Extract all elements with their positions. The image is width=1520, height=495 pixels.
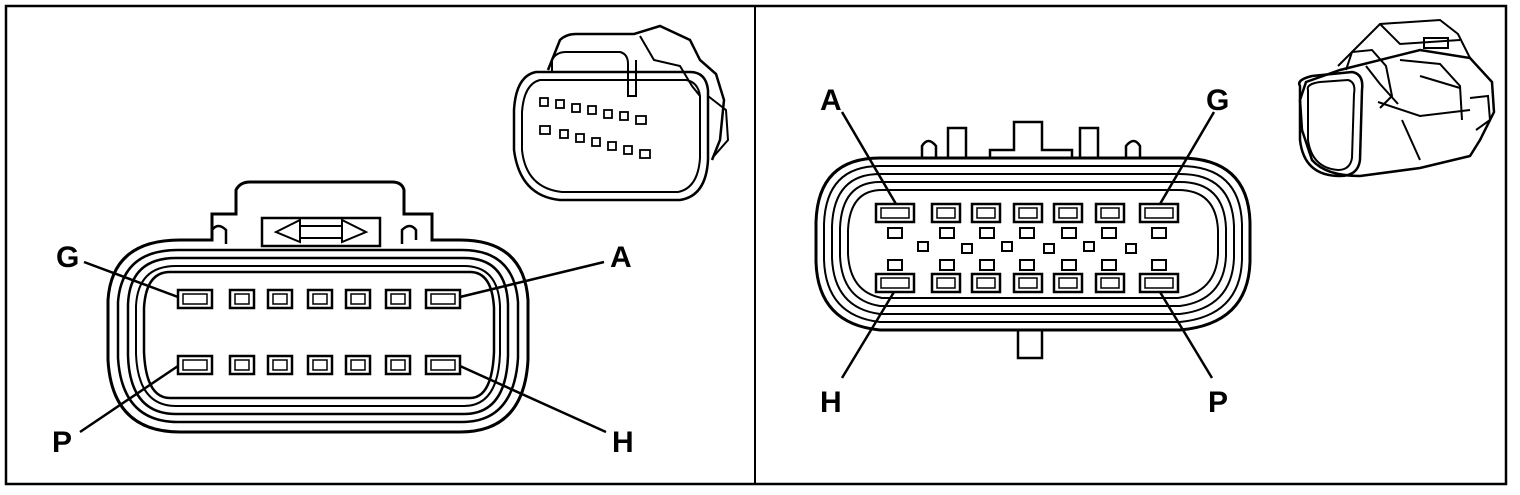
left-connector-isometric-thumbnail xyxy=(512,24,730,202)
pin-cavity xyxy=(266,354,294,376)
pin-cavity xyxy=(424,354,462,376)
right-panel: A G H P xyxy=(814,18,1496,419)
pin-cavity xyxy=(1052,272,1084,294)
pin-cavity xyxy=(344,288,372,310)
leader-line xyxy=(1158,111,1216,205)
pin-cavity xyxy=(266,288,294,310)
leader-line xyxy=(83,260,179,299)
pin-cavity xyxy=(344,354,372,376)
pin-cavity xyxy=(1012,272,1044,294)
pin-cavity xyxy=(306,354,334,376)
pin-label-bottom-right: H xyxy=(612,426,634,459)
pin-cavity xyxy=(176,288,214,310)
pin-cavity xyxy=(874,202,916,224)
leader-line xyxy=(79,364,179,434)
pin-cavity xyxy=(970,272,1002,294)
left-connector-body xyxy=(106,180,530,434)
right-connector-isometric-thumbnail xyxy=(1298,18,1496,178)
pin-label-top-right: G xyxy=(1206,84,1229,117)
pin-cavity xyxy=(176,354,214,376)
pin-cavity xyxy=(970,202,1002,224)
pin-cavity xyxy=(1138,272,1180,294)
pin-cavity xyxy=(930,202,962,224)
leader-line xyxy=(840,111,898,205)
right-top-row-pins xyxy=(874,202,1180,224)
pin-label-bottom-left: H xyxy=(820,386,842,419)
pin-cavity xyxy=(1012,202,1044,224)
right-bottom-row-pins xyxy=(874,272,1180,294)
left-top-row-pins xyxy=(176,288,462,310)
right-latch-windows xyxy=(887,227,1167,271)
pin-cavity xyxy=(228,288,256,310)
pin-cavity xyxy=(1052,202,1084,224)
pin-cavity xyxy=(874,272,916,294)
pin-cavity xyxy=(1138,202,1180,224)
pin-label-bottom-right: P xyxy=(1208,386,1228,419)
leader-line xyxy=(840,291,896,379)
leader-line xyxy=(459,364,607,434)
right-connector-body xyxy=(814,120,1252,360)
pin-cavity xyxy=(1094,202,1126,224)
pin-cavity xyxy=(384,288,412,310)
pin-label-top-right: A xyxy=(610,241,632,274)
leader-line xyxy=(459,260,605,299)
pin-label-top-left: G xyxy=(56,241,79,274)
pin-cavity xyxy=(930,272,962,294)
pin-cavity xyxy=(384,354,412,376)
pin-cavity xyxy=(306,288,334,310)
left-bottom-row-pins xyxy=(176,354,462,376)
leader-line xyxy=(1158,291,1214,379)
pin-cavity xyxy=(1094,272,1126,294)
pin-cavity xyxy=(424,288,462,310)
pin-label-bottom-left: P xyxy=(52,426,72,459)
pin-cavity xyxy=(228,354,256,376)
left-panel: G A P H xyxy=(52,24,730,459)
pin-label-top-left: A xyxy=(820,84,842,117)
